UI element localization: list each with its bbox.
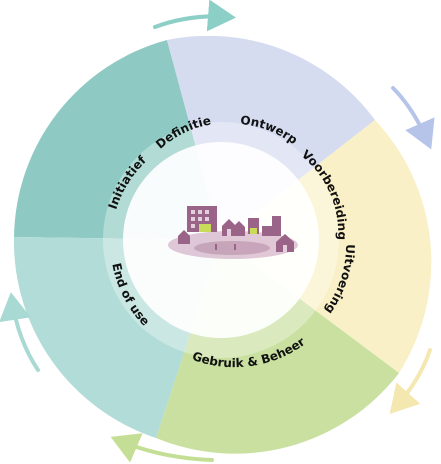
arrow-right-top-icon bbox=[391, 86, 435, 150]
arrow-left-icon bbox=[0, 292, 40, 372]
arrow-bottom-icon bbox=[110, 433, 214, 463]
arrow-top-icon bbox=[153, 0, 236, 32]
segment-uitvoering[interactable] bbox=[221, 120, 432, 373]
arrow-right-bottom-icon bbox=[389, 348, 432, 414]
city-illustration-icon bbox=[168, 206, 298, 259]
